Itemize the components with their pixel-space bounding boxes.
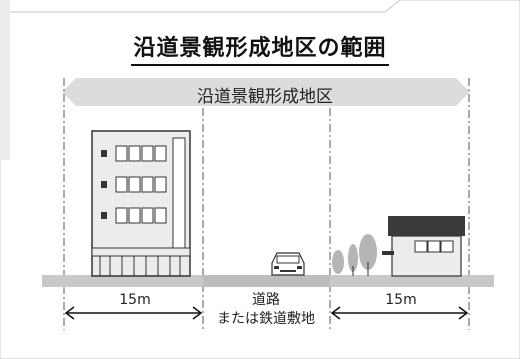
trees: [332, 234, 377, 276]
road-label-line2: または鉄道敷地: [217, 311, 315, 327]
page-title: 沿道景観形成地区の範囲: [0, 30, 520, 66]
zone-banner-arrow: [62, 78, 470, 106]
left-width-label: 15m: [119, 292, 151, 308]
zone-banner-label: 沿道景観形成地区: [197, 87, 333, 107]
right-width-label: 15m: [385, 292, 417, 308]
road-strip: [203, 275, 330, 287]
mid-rise-building: [91, 130, 191, 277]
small-house: [382, 216, 465, 277]
dimension-arrows: [64, 306, 469, 320]
car: [271, 252, 305, 276]
left-edge-strip: [0, 0, 10, 160]
road-label: 道路: [252, 292, 280, 308]
title-text: 沿道景観形成地区の範囲: [131, 30, 389, 66]
